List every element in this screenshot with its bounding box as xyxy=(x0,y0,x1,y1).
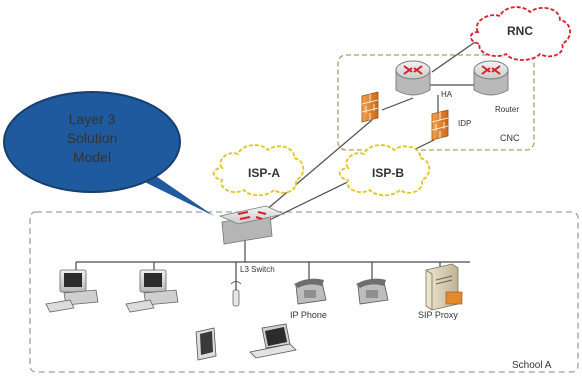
cnc-region xyxy=(337,54,535,151)
callout-line-2: Solution xyxy=(67,130,118,146)
firewall-icon xyxy=(361,91,379,123)
sip-proxy-label: SIP Proxy xyxy=(418,310,458,320)
server-icon xyxy=(425,263,463,311)
layer3-callout xyxy=(3,91,214,216)
idp-firewall-icon xyxy=(431,109,449,141)
ip-phone-label: IP Phone xyxy=(290,310,327,320)
callout-line-3: Model xyxy=(73,149,111,165)
cnc-label: CNC xyxy=(500,133,520,143)
ha-label: HA xyxy=(441,90,453,99)
callout-line-1: Layer 3 xyxy=(69,111,116,127)
isp-a-cloud-icon xyxy=(212,144,305,197)
isp-b-cloud-icon xyxy=(338,144,431,197)
router-label: Router xyxy=(495,105,519,114)
rnc-cloud-icon xyxy=(469,6,571,61)
school-a-label: School A xyxy=(512,360,552,371)
laptop-icon xyxy=(249,323,297,359)
ha-router-icon xyxy=(395,60,431,96)
l3-switch-label: L3 Switch xyxy=(240,265,275,274)
desktop-computer-icon xyxy=(45,269,99,313)
isp-a-label: ISP-A xyxy=(248,166,280,180)
phone-icon xyxy=(294,278,327,305)
school-a-region xyxy=(29,211,579,373)
desktop-computer-icon xyxy=(125,269,179,313)
isp-b-label: ISP-B xyxy=(372,166,404,180)
tablet-icon xyxy=(195,327,217,361)
antenna-icon xyxy=(230,281,242,307)
idp-label: IDP xyxy=(458,119,471,128)
rnc-label: RNC xyxy=(507,24,533,38)
phone-icon xyxy=(356,278,389,305)
l3-switch-icon xyxy=(218,205,286,245)
router-icon xyxy=(473,60,509,96)
